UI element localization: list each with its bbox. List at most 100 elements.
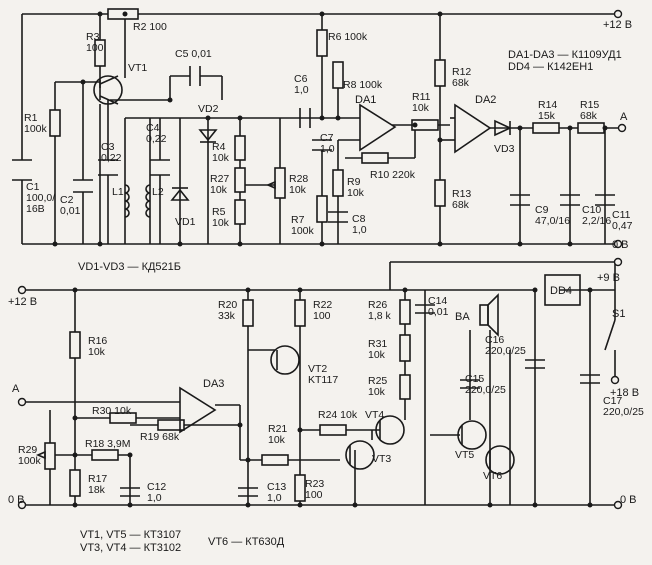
component-label-line: R31 — [368, 338, 387, 350]
annotations: +12 В 0 В +9 В +12 В 0 В 0 В +18 В A A D… — [8, 19, 639, 554]
chip-da3: DA3 — [203, 378, 224, 390]
component-label-line: 10k — [412, 102, 430, 114]
top-circuit-parts — [12, 8, 627, 249]
component-label-line: 1,0 — [294, 84, 309, 96]
component-label-line: 16B — [26, 203, 45, 215]
label-L1: L1 — [112, 186, 124, 198]
component-label-line: C15 — [465, 373, 484, 385]
component-label-line: VD2 — [198, 103, 219, 115]
component-label-line: C10 — [582, 204, 601, 216]
label-R2: R2 100 — [133, 21, 167, 33]
component-label-line: R26 — [368, 299, 387, 311]
legend-vt1: VT1, VT5 — КТ3107 — [80, 529, 181, 541]
component-label-line: R23 — [305, 478, 324, 490]
component-label-line: 220,0/25 — [485, 345, 526, 357]
component-label-line: 47,0/16 — [535, 215, 570, 227]
label-R18: R18 3,9M — [85, 438, 131, 450]
label-R6: R6 100k — [328, 31, 368, 43]
label-R10: R10 220k — [370, 169, 416, 181]
rail-zero-bl: 0 В — [8, 494, 25, 506]
component-label-line: VD1 — [175, 216, 196, 228]
component-label-line: 15k — [538, 110, 556, 122]
component-label-line: C3 — [101, 141, 115, 153]
component-label-line: 0,22 — [101, 152, 122, 164]
component-label-line: 10k — [289, 184, 307, 196]
component-label-line: C11 — [612, 209, 631, 221]
component-label-line: 1,8 k — [368, 310, 392, 322]
component-label-line: 0,47 — [612, 220, 633, 232]
component-label-line: 100,0/ — [26, 192, 55, 204]
component-label-line: R6 100k — [328, 31, 368, 43]
component-label-line: R14 — [538, 99, 557, 111]
rail-plus9: +9 В — [597, 272, 620, 284]
component-label-line: 2,2/16 — [582, 215, 611, 227]
component-label-line: 10k — [368, 386, 386, 398]
component-label-line: R10 220k — [370, 169, 416, 181]
legend-vd: VD1-VD3 — КД521Б — [78, 261, 181, 273]
component-label-line: 1,0 — [352, 224, 367, 236]
component-label-line: 18k — [88, 484, 106, 496]
component-label-line: VT3 — [372, 453, 391, 465]
bottom-circuit-wires — [22, 261, 616, 506]
component-label-line: 1,0 — [320, 143, 335, 155]
component-label-line: 10k — [210, 184, 228, 196]
component-label-line: R19 68k — [140, 431, 180, 443]
legend-vt3: VT3, VT4 — КТ3102 — [80, 542, 181, 554]
label-VT4: VT4 — [365, 409, 384, 421]
component-label-line: R21 — [268, 423, 287, 435]
chip-dd4: DD4 — [550, 285, 572, 297]
component-label-line: 100k — [18, 455, 42, 467]
label-VT5: VT5 — [455, 449, 474, 461]
component-label-line: 0,01 — [428, 306, 449, 318]
component-label-line: L2 — [152, 186, 164, 198]
component-label-line: C8 — [352, 213, 366, 225]
speaker-ba: BA — [455, 311, 470, 323]
component-label-line: R8 100k — [343, 79, 383, 91]
component-label-line: R7 — [291, 214, 305, 226]
component-label-line: R29 — [18, 444, 37, 456]
component-label-line: VT4 — [365, 409, 384, 421]
component-label-line: R17 — [88, 473, 107, 485]
component-label-line: C14 — [428, 295, 447, 307]
component-label-line: C4 — [146, 122, 160, 134]
component-label-line: 100k — [24, 123, 48, 135]
component-label-line: 10k — [347, 187, 365, 199]
rail-plus12-top: +12 В — [603, 19, 632, 31]
component-label-line: R3 — [86, 31, 100, 43]
component-label-line: 0,01 — [60, 205, 81, 217]
component-label-line: 10k — [212, 217, 230, 229]
component-label-line: C9 — [535, 204, 549, 216]
component-label-line: VD3 — [494, 143, 515, 155]
component-label-line: R25 — [368, 375, 387, 387]
component-label-line: R1 — [24, 112, 38, 124]
component-label-line: 1,0 — [147, 492, 162, 504]
component-label-line: R28 — [289, 173, 308, 185]
